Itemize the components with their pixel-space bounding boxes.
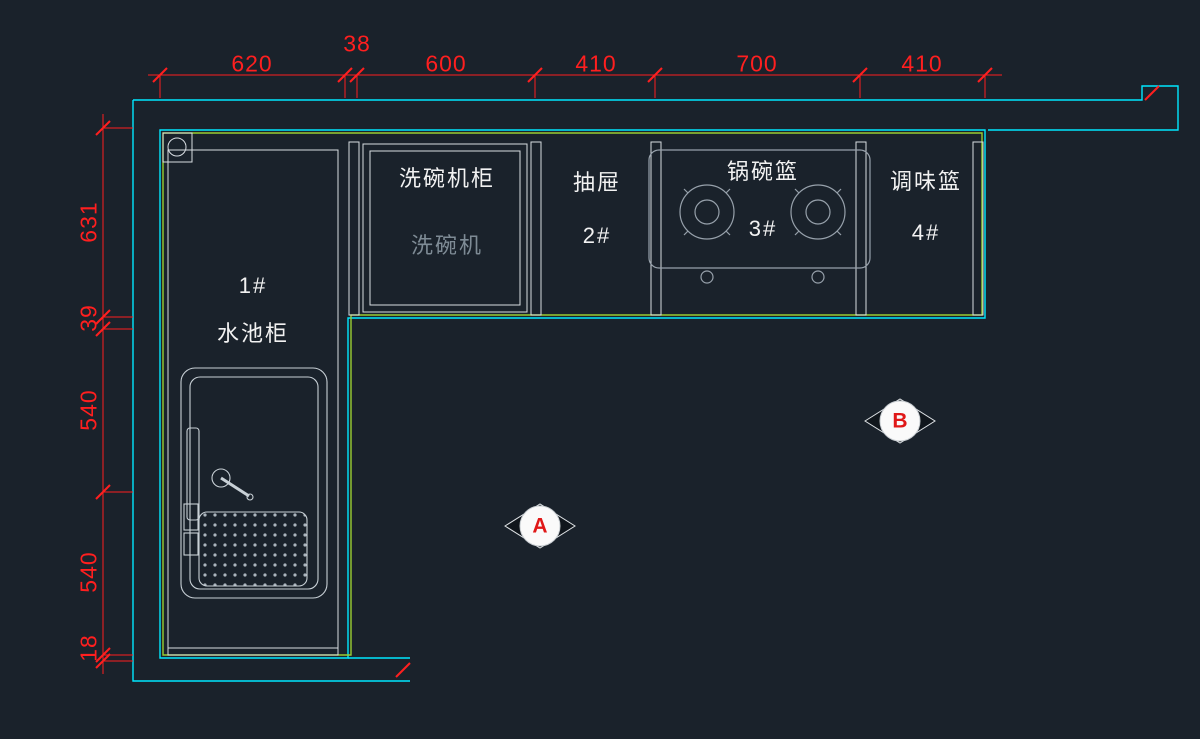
dim-top-38: 38 bbox=[343, 30, 371, 57]
divider-post bbox=[530, 141, 542, 316]
dim-left-540a: 540 bbox=[75, 389, 102, 431]
marker-a-letter: A bbox=[532, 514, 548, 538]
outer-wall bbox=[132, 85, 1179, 682]
pot-basket-number: 3# bbox=[748, 216, 778, 241]
dim-top-410a: 410 bbox=[575, 50, 617, 77]
counter-outline bbox=[159, 129, 986, 659]
dim-top-700: 700 bbox=[736, 50, 778, 77]
dimension-ticks bbox=[152, 67, 993, 83]
left-dimension-line bbox=[95, 114, 133, 674]
faucet bbox=[186, 427, 254, 521]
marker-a bbox=[504, 503, 576, 549]
dim-top-410b: 410 bbox=[901, 50, 943, 77]
drain-grid bbox=[198, 511, 308, 587]
spice-basket-label: 调味篮 bbox=[889, 169, 963, 194]
divider-post bbox=[650, 141, 662, 316]
dim-left-540b: 540 bbox=[75, 551, 102, 593]
dim-left-631: 631 bbox=[75, 201, 102, 243]
marker-b bbox=[864, 398, 936, 444]
burner-left bbox=[679, 184, 735, 240]
wall-ticks bbox=[395, 85, 1160, 678]
sink-cabinet bbox=[167, 149, 339, 656]
dishwasher-cabinet-label: 洗碗机柜 bbox=[398, 166, 496, 191]
divider-post bbox=[348, 141, 360, 316]
dishwasher-label: 洗碗机 bbox=[410, 233, 484, 258]
dimension-ticks bbox=[95, 120, 111, 669]
drawer-label: 抽屉 bbox=[572, 170, 622, 195]
sink bbox=[180, 367, 328, 599]
stove-knob bbox=[700, 270, 714, 284]
corner-circle bbox=[167, 137, 187, 157]
stove bbox=[648, 149, 871, 284]
spice-basket-number: 4# bbox=[911, 220, 941, 245]
divider-post bbox=[972, 141, 984, 316]
sink-number: 1# bbox=[238, 273, 268, 298]
burner-right bbox=[790, 184, 846, 240]
drawer-number: 2# bbox=[582, 223, 612, 248]
sink-label: 水池柜 bbox=[216, 321, 290, 346]
section-dividers bbox=[348, 141, 984, 316]
dim-top-620: 620 bbox=[231, 50, 273, 77]
dim-left-39: 39 bbox=[75, 304, 102, 332]
dishwasher-cabinet bbox=[362, 143, 528, 313]
corner-unit bbox=[162, 132, 193, 163]
marker-b-letter: B bbox=[892, 409, 908, 433]
dim-left-18: 18 bbox=[75, 634, 102, 662]
sink-accessory bbox=[183, 503, 199, 531]
top-dimension-line bbox=[148, 67, 1002, 98]
dim-top-600: 600 bbox=[425, 50, 467, 77]
stove-knob bbox=[811, 270, 825, 284]
divider-post bbox=[855, 141, 867, 316]
pot-basket-label: 锅碗篮 bbox=[726, 159, 800, 184]
sink-accessory bbox=[183, 532, 199, 556]
